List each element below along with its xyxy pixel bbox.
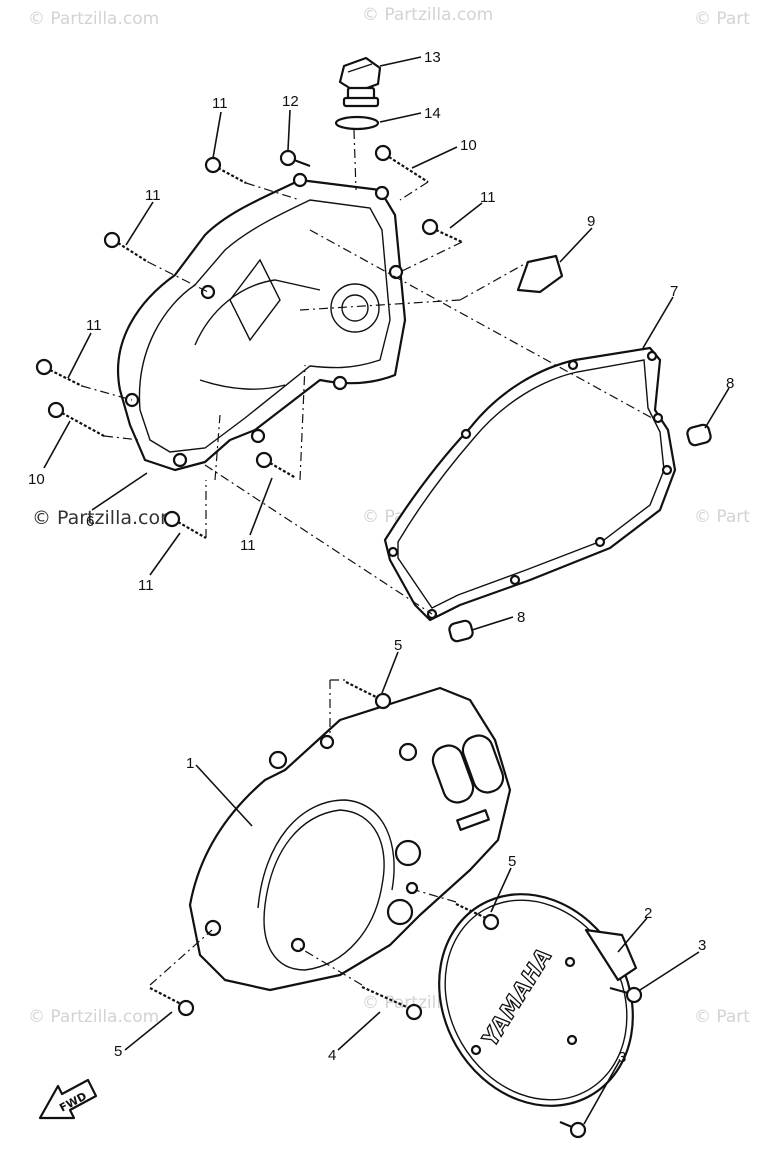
callout-1: 1 <box>186 755 194 772</box>
bolt <box>149 987 195 1017</box>
bolt <box>204 156 247 184</box>
watermark: © Part <box>694 1007 750 1027</box>
callout-11: 11 <box>212 95 228 112</box>
collar <box>448 619 474 643</box>
watermark-main: © Partzilla.com <box>32 507 179 529</box>
callout-numbers: 13 14 11 12 10 11 11 11 10 6 11 11 9 7 8… <box>28 49 734 1066</box>
callout-8: 8 <box>517 609 525 626</box>
o-ring <box>334 115 380 131</box>
callout-4: 4 <box>328 1047 336 1064</box>
oil-filler-cap <box>338 56 382 108</box>
callout-3: 3 <box>618 1049 626 1066</box>
callout-12: 12 <box>282 93 299 110</box>
callout-8: 8 <box>726 375 734 392</box>
bolt <box>455 903 500 931</box>
callout-11: 11 <box>86 317 102 334</box>
gasket <box>383 346 677 622</box>
bolt <box>279 149 311 168</box>
callout-6: 6 <box>86 513 94 530</box>
bolt <box>163 510 207 539</box>
bolt <box>361 985 423 1021</box>
bolt <box>374 144 429 183</box>
bolt <box>47 401 105 437</box>
callout-5: 5 <box>114 1043 122 1060</box>
callout-2: 2 <box>644 905 652 922</box>
callout-3: 3 <box>698 937 706 954</box>
bolt <box>609 986 643 1004</box>
callout-11: 11 <box>240 537 256 554</box>
callout-10: 10 <box>460 137 477 154</box>
bolt <box>255 451 297 479</box>
watermark: © Part <box>694 507 750 527</box>
callout-14: 14 <box>424 105 441 122</box>
callout-5: 5 <box>508 853 516 870</box>
forward-arrow-icon: FWD <box>38 1078 98 1120</box>
damper <box>516 254 564 294</box>
crankcase-cover <box>188 686 512 992</box>
callout-11: 11 <box>480 189 496 206</box>
callout-7: 7 <box>670 283 678 300</box>
magneto-cover: YAMAHA <box>438 893 638 1107</box>
callout-11: 11 <box>145 187 161 204</box>
callout-13: 13 <box>424 49 441 66</box>
assembly-lines <box>149 679 457 986</box>
watermark: © Partzilla.com <box>28 9 159 29</box>
callout-11: 11 <box>138 577 154 594</box>
assembly-lines <box>81 129 653 615</box>
bolt <box>35 358 83 387</box>
bolt <box>559 1120 587 1139</box>
watermark: © Partzilla.com <box>28 1007 159 1027</box>
callout-leaders <box>43 56 730 1125</box>
collar <box>686 423 712 447</box>
watermark: © Part <box>694 9 750 29</box>
inner-crankcase-cover <box>116 172 407 472</box>
bolt <box>345 681 392 710</box>
callout-9: 9 <box>587 213 595 230</box>
watermark: © Partzilla.com <box>362 5 493 25</box>
callout-5: 5 <box>394 637 402 654</box>
bolt <box>421 218 463 243</box>
bolt <box>103 231 149 263</box>
callout-10: 10 <box>28 471 45 488</box>
